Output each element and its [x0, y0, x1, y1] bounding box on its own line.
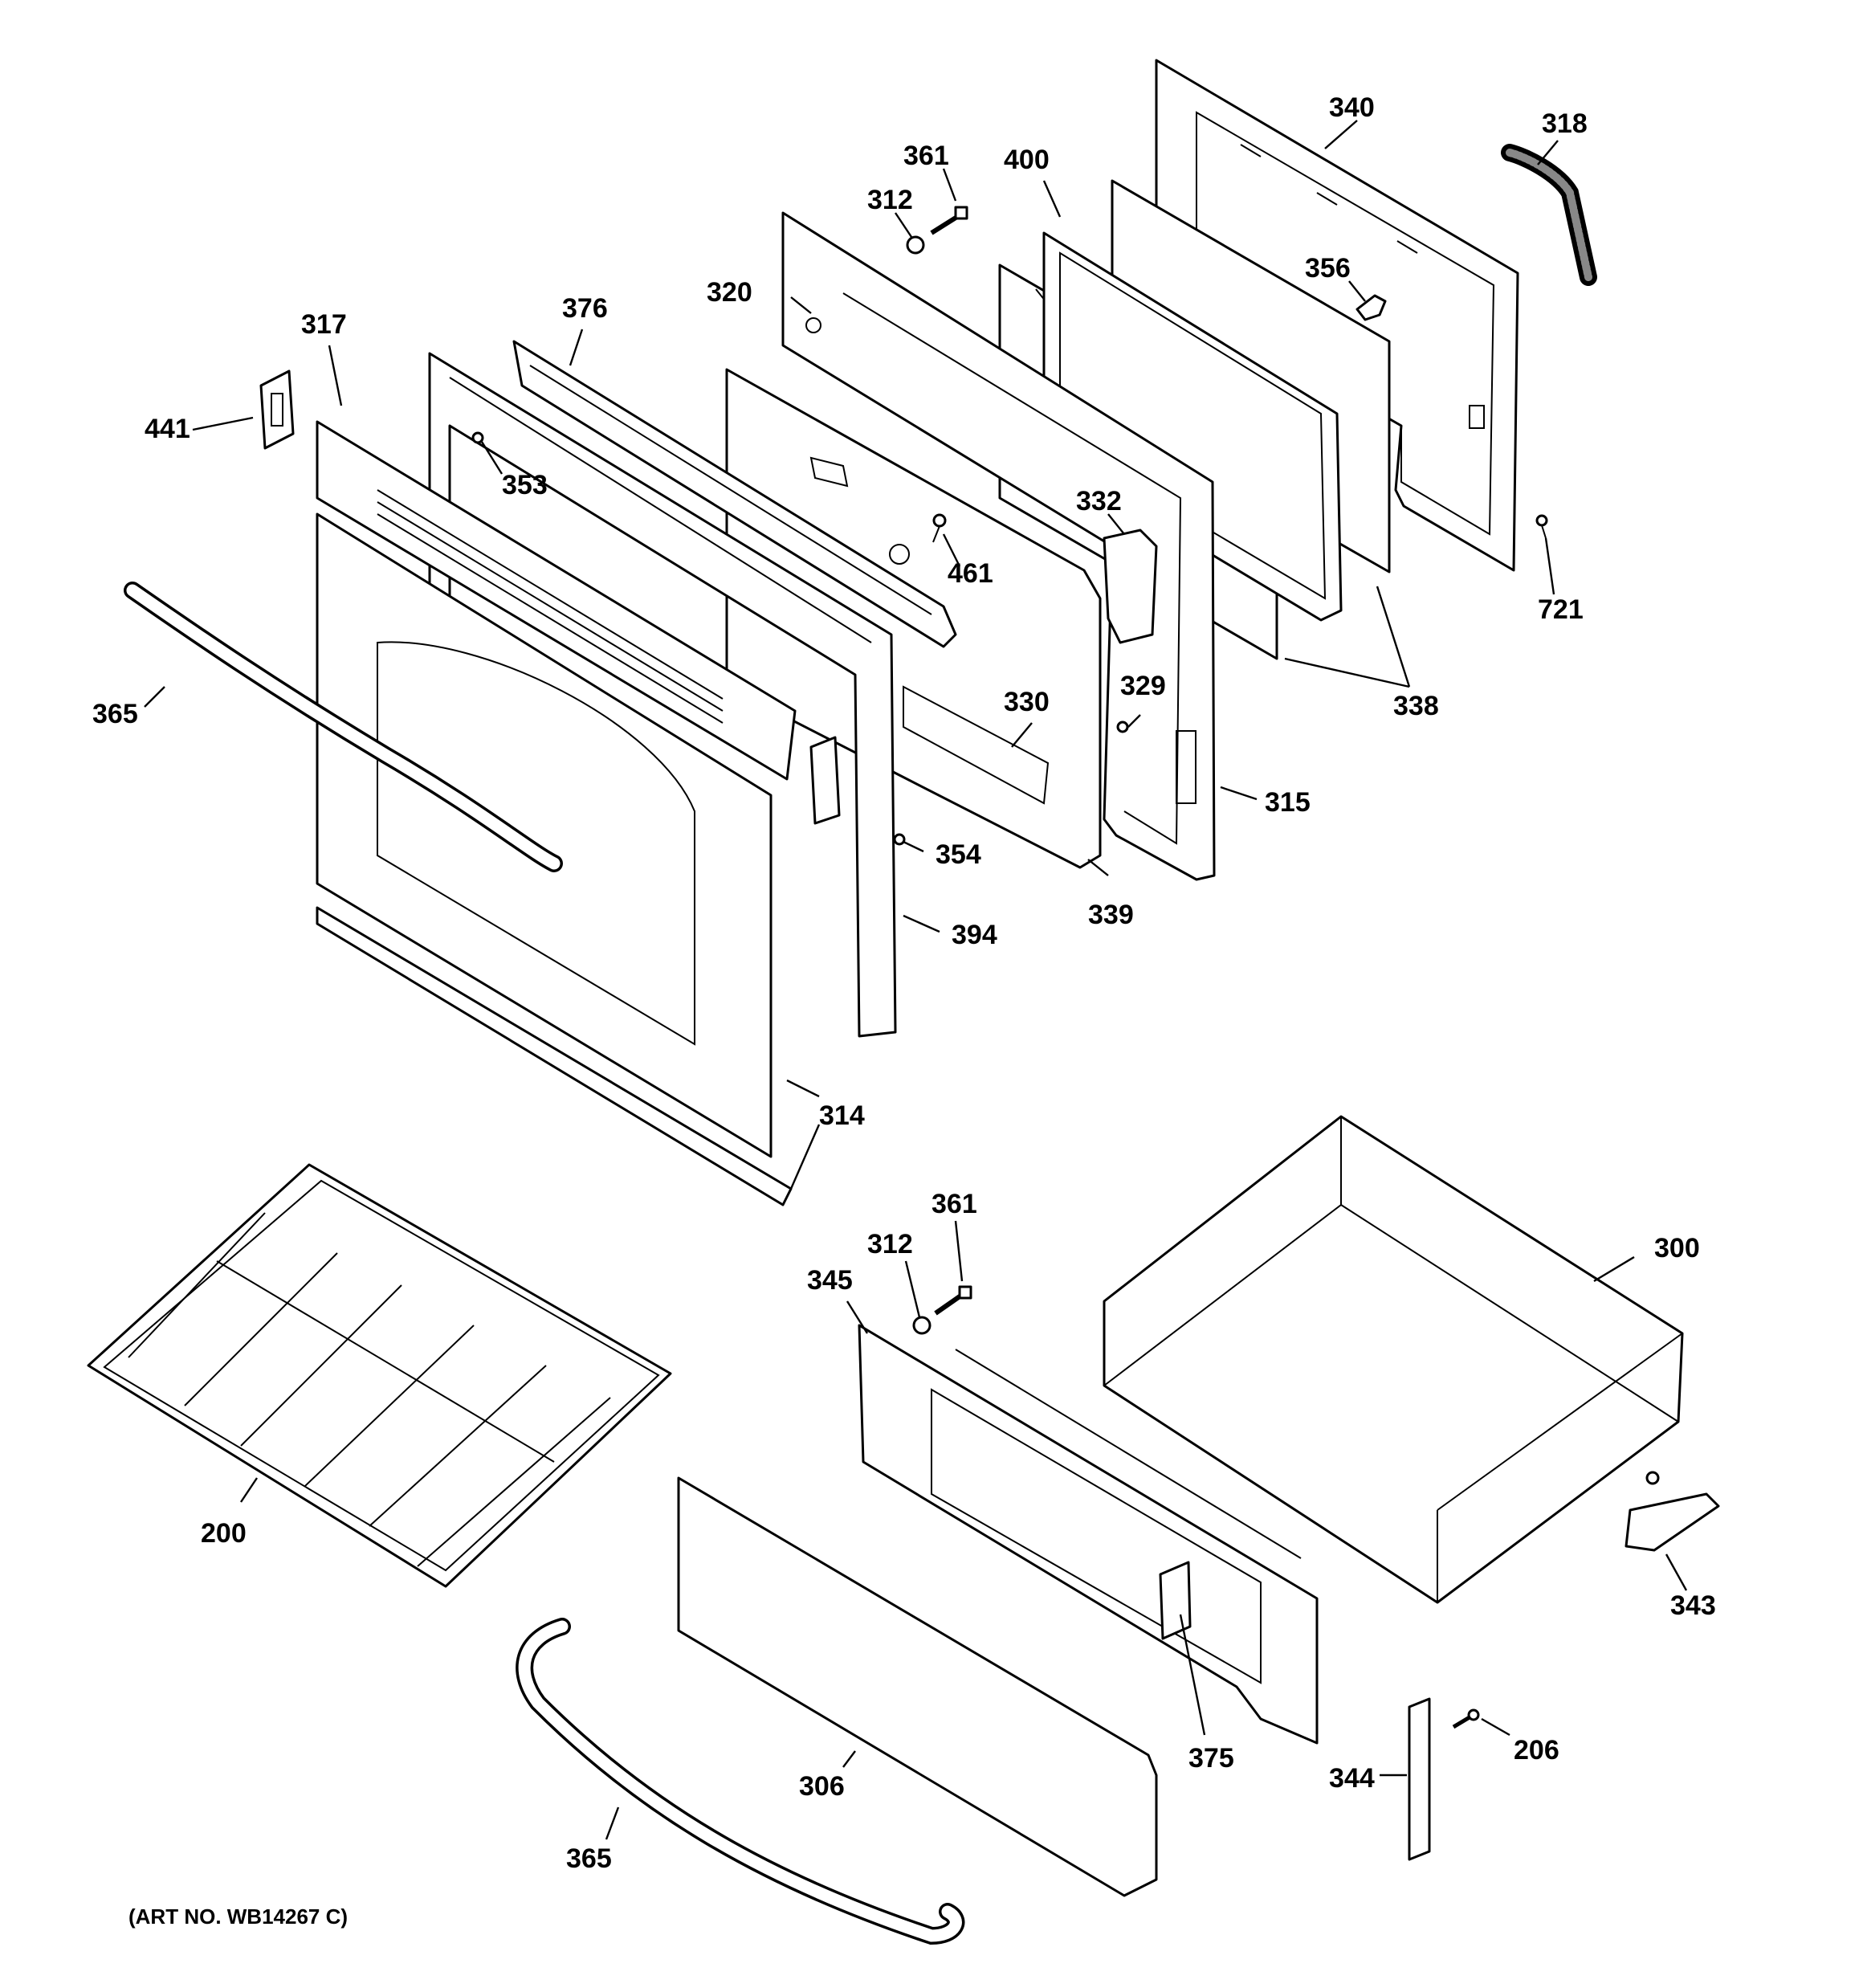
label-330: 330 — [1004, 687, 1050, 717]
label-340: 340 — [1329, 92, 1375, 123]
label-300: 300 — [1654, 1233, 1700, 1263]
part-461-screw — [932, 513, 947, 543]
part-375-bracket — [1159, 1561, 1192, 1640]
label-317: 317 — [301, 309, 347, 340]
label-461: 461 — [948, 558, 993, 589]
part-312-washer-lower — [912, 1316, 932, 1335]
label-339: 339 — [1088, 900, 1134, 930]
callout-labels: 340 318 361 400 312 356 320 376 317 441 … — [92, 92, 1716, 1874]
label-312-lower: 312 — [867, 1229, 913, 1259]
label-206: 206 — [1514, 1735, 1559, 1766]
label-365-top: 365 — [92, 699, 138, 729]
part-361-screw-top — [930, 206, 968, 235]
label-314: 314 — [819, 1100, 865, 1131]
part-314-outer-door — [316, 512, 793, 1206]
label-400: 400 — [1004, 145, 1050, 175]
label-354: 354 — [936, 839, 981, 870]
part-361-screw-lower — [934, 1285, 972, 1316]
part-332-insulation — [1103, 529, 1158, 644]
label-315: 315 — [1265, 787, 1311, 818]
label-345: 345 — [807, 1265, 853, 1296]
label-329: 329 — [1120, 671, 1166, 701]
label-365-lower: 365 — [566, 1843, 612, 1874]
part-329-screw — [1116, 720, 1129, 733]
label-306: 306 — [799, 1771, 845, 1802]
part-353-screw — [471, 431, 484, 444]
part-721-screw — [1535, 514, 1548, 539]
label-721: 721 — [1538, 594, 1584, 625]
part-344-drawer-rail — [1408, 1697, 1431, 1861]
art-number: (ART NO. WB14267 C) — [128, 1904, 348, 1929]
label-361-lower: 361 — [932, 1189, 977, 1219]
label-361-top: 361 — [903, 141, 949, 171]
part-356-clip — [1355, 294, 1387, 321]
label-344: 344 — [1329, 1763, 1375, 1794]
label-320: 320 — [707, 277, 752, 308]
part-318-gasket — [1501, 144, 1597, 286]
part-376-vent-trim — [512, 340, 957, 648]
label-318: 318 — [1542, 108, 1588, 139]
label-343: 343 — [1670, 1590, 1716, 1621]
part-343-drawer-glide — [1625, 1471, 1720, 1552]
label-441: 441 — [145, 414, 190, 444]
part-206-screw — [1452, 1708, 1480, 1729]
label-375: 375 — [1188, 1743, 1234, 1774]
part-365-oven-handle — [124, 582, 563, 872]
leader-lines — [144, 120, 1688, 1840]
label-332: 332 — [1076, 486, 1122, 516]
part-354-screw — [893, 833, 906, 846]
part-441-door-switch — [259, 369, 295, 450]
part-315-inner-door — [781, 211, 1216, 881]
label-338: 338 — [1393, 691, 1439, 721]
part-300-drawer-box — [1103, 1115, 1684, 1604]
label-312-top: 312 — [867, 185, 913, 215]
label-356: 356 — [1305, 253, 1351, 284]
part-306-drawer-front — [677, 1476, 1158, 1897]
part-345-drawer-frame — [858, 1324, 1319, 1745]
part-365-drawer-handle — [516, 1618, 965, 1945]
label-200: 200 — [201, 1518, 247, 1549]
label-353: 353 — [502, 470, 548, 500]
label-376: 376 — [562, 293, 608, 324]
part-312-washer-top — [906, 235, 925, 255]
part-317-vent-panel — [316, 420, 797, 781]
part-200-oven-rack — [87, 1163, 672, 1588]
label-394: 394 — [952, 920, 997, 950]
